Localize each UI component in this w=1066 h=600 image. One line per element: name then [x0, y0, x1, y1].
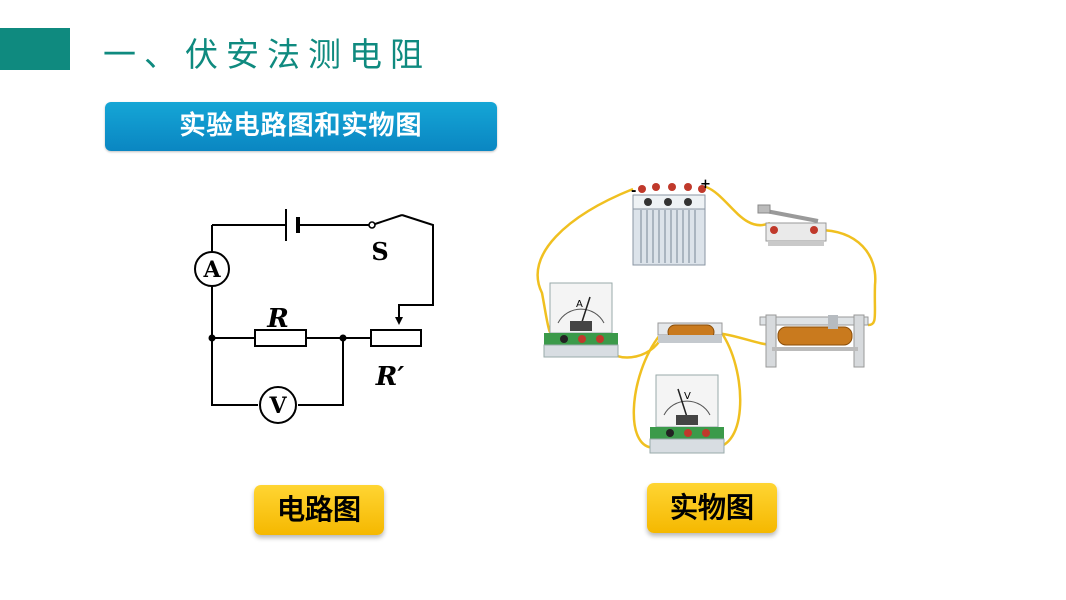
page-title: 一、伏安法测电阻 [103, 35, 431, 74]
rheostat-label: R′ [375, 362, 405, 392]
knife-switch [757, 204, 827, 246]
sliding-rheostat [759, 314, 869, 368]
resistor-label: R [266, 304, 289, 334]
voltmeter-symbol [259, 386, 297, 424]
wire-left-bottom [211, 285, 258, 406]
voltmeter-dial-letter: V [684, 391, 691, 402]
switch-pivot [368, 221, 376, 229]
junction-left [208, 334, 216, 342]
section-banner: 实验电路图和实物图 [105, 102, 497, 151]
rheostat-slider-arrow [395, 317, 403, 325]
ammeter-dial-letter: A [576, 299, 583, 310]
resistor-body [254, 329, 307, 347]
voltmeter-device [649, 374, 725, 454]
ammeter-symbol [194, 251, 230, 287]
physical-diagram-caption: 实物图 [647, 483, 777, 533]
battery-pack [632, 183, 706, 266]
coil-resistor [657, 322, 723, 343]
physical-apparatus: - + A [536, 177, 877, 454]
circuit-diagram: A V S R R′ [194, 209, 434, 424]
voltmeter-label: V [268, 393, 287, 419]
battery-plus-label: + [700, 177, 711, 192]
wire-voltmeter-right [298, 338, 344, 406]
title-accent-bar [0, 28, 70, 70]
rheostat-body [370, 329, 422, 347]
circuit-diagram-caption: 电路图 [254, 485, 384, 535]
junction-right [339, 334, 347, 342]
battery-minus-label: - [631, 184, 636, 199]
switch-blade [371, 214, 403, 226]
switch-label: S [371, 237, 388, 266]
ammeter-device [543, 282, 619, 358]
wire-switch-to-rheostat [398, 214, 434, 323]
ammeter-label: A [202, 257, 221, 283]
